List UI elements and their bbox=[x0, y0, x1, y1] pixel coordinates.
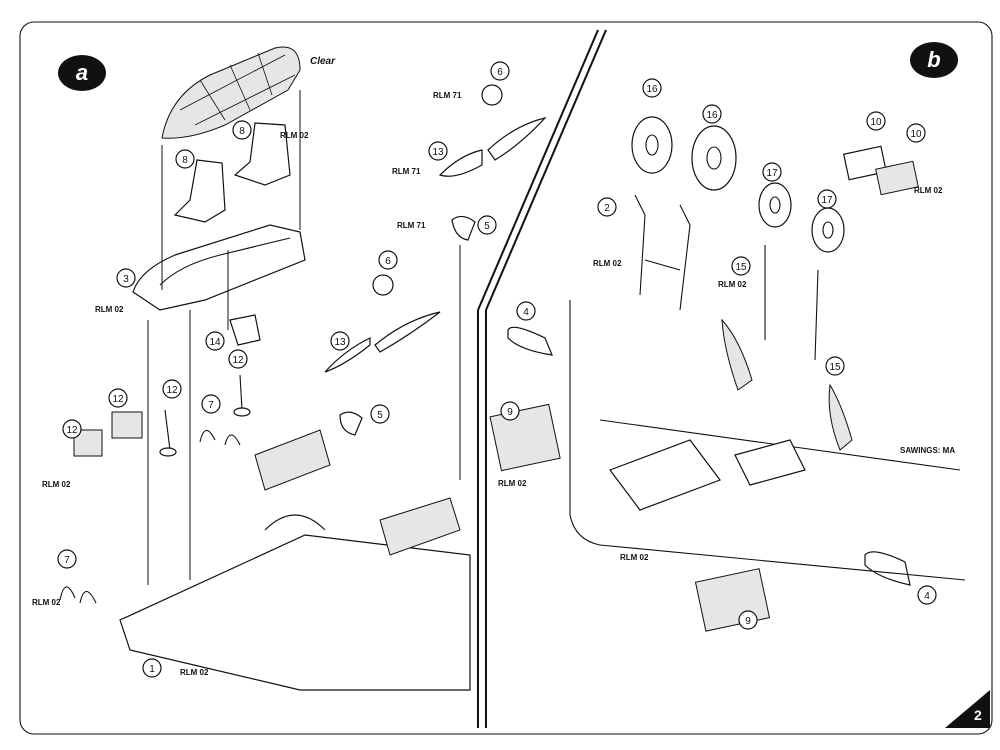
part-label-7b: 7 bbox=[64, 555, 70, 566]
clear-label: Clear bbox=[310, 56, 336, 67]
part-label-7a: 7 bbox=[208, 400, 214, 411]
part-label-3: 3 bbox=[123, 274, 129, 285]
rlm02-label-b2: RLM 02 bbox=[718, 280, 747, 289]
fuselage-center-section bbox=[119, 429, 471, 691]
part-label-12b: 12 bbox=[66, 425, 78, 436]
propeller-lower bbox=[324, 274, 441, 436]
part-label-12a: 12 bbox=[112, 394, 124, 405]
rlm02-label-b4: RLM 02 bbox=[498, 479, 527, 488]
part-label-13b: 13 bbox=[334, 337, 346, 348]
part-label-1: 1 bbox=[149, 664, 155, 675]
rlm02-label-b1: RLM 02 bbox=[593, 259, 622, 268]
part-label-6b: 6 bbox=[385, 256, 391, 267]
section-divider bbox=[477, 29, 607, 728]
seat-part bbox=[173, 122, 291, 223]
rlm02-label-a3: RLM 02 bbox=[42, 480, 71, 489]
section-a-badge: a bbox=[58, 55, 106, 91]
rlm02-label-a4: RLM 02 bbox=[32, 598, 61, 607]
part-label-13a: 13 bbox=[432, 147, 444, 158]
part-label-10a: 10 bbox=[870, 117, 882, 128]
main-gear-legs bbox=[634, 194, 691, 311]
sawings-label: SAWINGS: MA bbox=[900, 446, 955, 455]
part-label-9b: 9 bbox=[745, 616, 751, 627]
part-label-10b: 10 bbox=[910, 129, 922, 140]
propeller-upper bbox=[438, 84, 547, 241]
page-border bbox=[19, 21, 993, 735]
part-label-8b: 8 bbox=[239, 126, 245, 137]
section-b-letter: b bbox=[927, 47, 940, 72]
part-label-15a: 15 bbox=[735, 262, 747, 273]
part-label-6a: 6 bbox=[497, 67, 503, 78]
section-a-letter: a bbox=[76, 60, 88, 85]
canopy-clear-part: Clear bbox=[161, 46, 336, 139]
part-label-5b: 5 bbox=[377, 410, 383, 421]
page-corner bbox=[945, 690, 990, 728]
part-label-5a: 5 bbox=[484, 221, 490, 232]
rlm02-label-b3: RLM 02 bbox=[914, 186, 943, 195]
part-label-11a: 12 bbox=[166, 385, 178, 396]
section-b-badge: b bbox=[910, 42, 958, 78]
part-label-4a: 4 bbox=[523, 307, 529, 318]
rlm71-label-3: RLM 71 bbox=[397, 221, 426, 230]
part-label-17b: 17 bbox=[821, 195, 833, 206]
part-label-17a: 17 bbox=[766, 168, 778, 179]
wing-underside: SAWINGS: MA bbox=[569, 300, 966, 581]
part-label-9a: 9 bbox=[507, 407, 513, 418]
cockpit-part bbox=[132, 224, 306, 311]
part-label-16b: 16 bbox=[706, 110, 718, 121]
part-label-4b: 4 bbox=[924, 591, 930, 602]
wheel-16 bbox=[631, 116, 737, 191]
part-label-16a: 16 bbox=[646, 84, 658, 95]
rlm02-label-a5: RLM 02 bbox=[180, 668, 209, 677]
rlm71-label-1: RLM 71 bbox=[433, 91, 462, 100]
part-label-11b: 12 bbox=[232, 355, 244, 366]
wheel-17 bbox=[758, 182, 845, 253]
part-label-8a: 8 bbox=[182, 155, 188, 166]
part-label-15b: 15 bbox=[829, 362, 841, 373]
rlm71-label-2: RLM 71 bbox=[392, 167, 421, 176]
assembly-arrows-a bbox=[147, 90, 461, 585]
rlm02-label-a1: RLM 02 bbox=[95, 305, 124, 314]
rlm02-label-a2: RLM 02 bbox=[280, 131, 309, 140]
rlm02-label-b5: RLM 02 bbox=[620, 553, 649, 562]
part-label-14: 14 bbox=[209, 337, 221, 348]
page-number: 2 bbox=[974, 707, 982, 723]
part-label-2: 2 bbox=[604, 203, 610, 214]
